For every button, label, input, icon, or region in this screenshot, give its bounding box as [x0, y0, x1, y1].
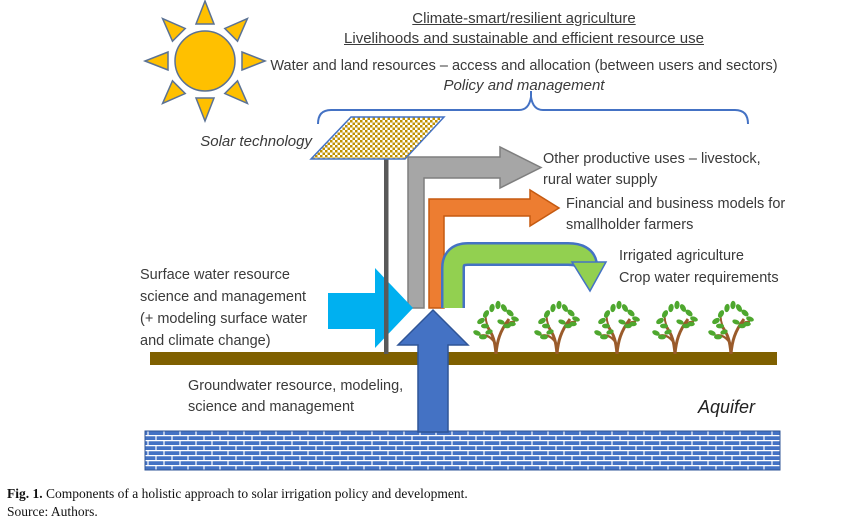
financial-line-2: smallholder farmers — [566, 217, 694, 233]
groundwater-line-1: Groundwater resource, modeling, — [188, 378, 404, 394]
groundwater-label: Groundwater resource, modeling, science … — [188, 376, 403, 418]
plant-icon — [705, 299, 757, 356]
curly-brace — [317, 91, 749, 125]
surface-water-line-3: (+ modeling surface water — [140, 311, 308, 327]
surface-water-line-4: and climate change) — [140, 333, 271, 349]
title-block: Climate-smart/resilient agriculture Live… — [204, 9, 844, 95]
financial-label: Financial and business models for smallh… — [566, 194, 785, 236]
policy-label: Policy and management — [443, 77, 605, 94]
sun-icon — [144, 0, 266, 122]
other-uses-line-2: rural water supply — [543, 172, 658, 188]
surface-water-arrow — [328, 268, 413, 348]
irrigated-label: Irrigated agriculture Crop water require… — [619, 245, 779, 289]
subtitle: Water and land resources – access and al… — [270, 58, 778, 74]
solar-panel-icon — [309, 116, 446, 160]
financial-line-1: Financial and business models for — [566, 196, 786, 212]
diagram-graphics — [144, 0, 781, 471]
title-line-2: Livelihoods and sustainable and efficien… — [344, 30, 704, 47]
crops-row — [470, 299, 757, 356]
irrigated-arrow — [441, 242, 608, 308]
other-uses-label: Other productive uses – livestock, rural… — [543, 149, 761, 191]
plant-icon — [649, 299, 701, 356]
irrigated-line-2: Crop water requirements — [619, 270, 779, 286]
caption-source: Source: Authors. — [7, 504, 98, 519]
surface-water-line-2: science and management — [140, 289, 307, 305]
caption-text: Components of a holistic approach to sol… — [42, 486, 468, 501]
panel-pole-front — [384, 260, 389, 354]
plant-icon — [470, 299, 522, 356]
surface-water-label: Surface water resource science and manag… — [140, 264, 307, 352]
ground-bar — [150, 352, 777, 365]
other-uses-arrow — [407, 145, 543, 309]
plant-icon — [531, 299, 583, 356]
solar-technology-label: Solar technology — [200, 133, 312, 150]
other-uses-line-1: Other productive uses – livestock, — [543, 151, 761, 167]
aquifer-label: Aquifer — [698, 397, 756, 417]
plant-icon — [591, 299, 643, 356]
caption-line: Fig. 1. Components of a holistic approac… — [7, 485, 837, 503]
figure-caption: Fig. 1. Components of a holistic approac… — [7, 485, 837, 521]
irrigated-line-1: Irrigated agriculture — [619, 248, 744, 264]
groundwater-line-2: science and management — [188, 399, 355, 415]
title-line-1: Climate-smart/resilient agriculture — [412, 10, 636, 27]
panel-pole — [384, 158, 389, 354]
fig-label: Fig. 1. — [7, 486, 43, 501]
aquifer-block — [144, 430, 781, 471]
groundwater-arrow — [396, 308, 470, 433]
surface-water-line-1: Surface water resource — [140, 267, 290, 283]
